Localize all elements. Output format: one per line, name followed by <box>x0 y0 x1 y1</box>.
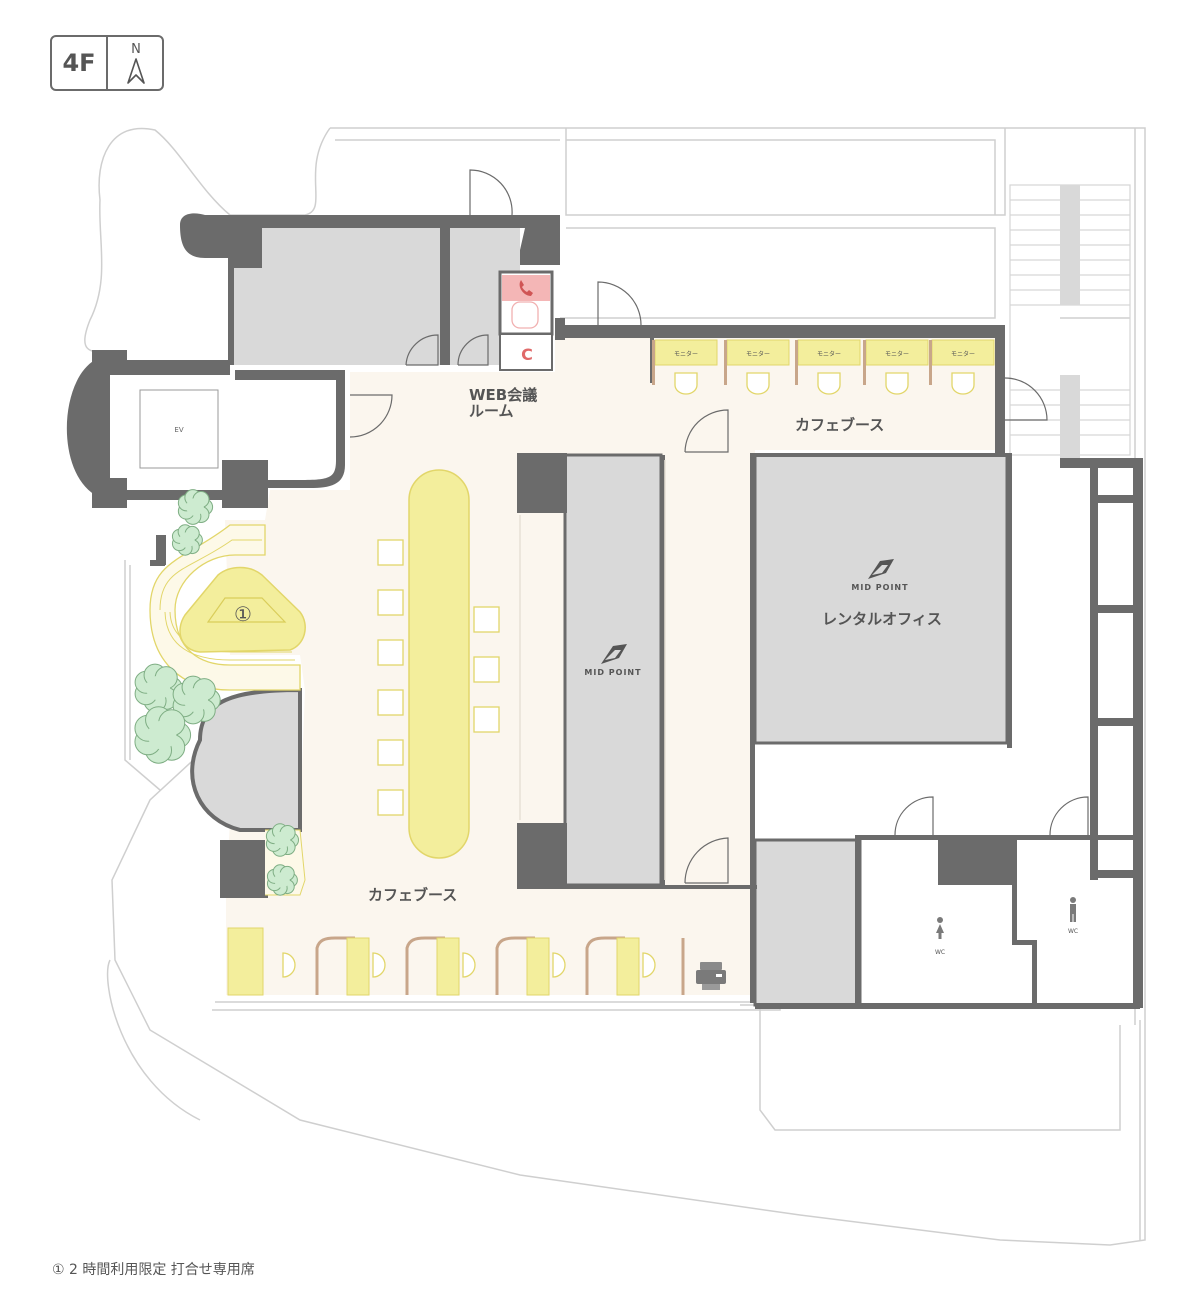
tree-icon <box>134 706 192 764</box>
mid-point-logo-icon: MID POINT <box>851 559 908 592</box>
female-icon <box>936 917 944 939</box>
chair <box>817 372 841 395</box>
phone-booth: C <box>498 270 554 371</box>
counter-block <box>227 927 264 996</box>
chair <box>674 372 698 395</box>
walls <box>66 213 1143 1009</box>
chair <box>462 952 476 978</box>
monitor-label: モニター <box>885 350 909 358</box>
table-seat[interactable] <box>473 656 500 683</box>
elevator-shaft: EV <box>139 389 219 469</box>
table-seat[interactable] <box>377 789 404 816</box>
table-seat[interactable] <box>473 706 500 733</box>
table-seats <box>377 539 500 816</box>
cafe-booth-row <box>282 936 685 996</box>
elevator-label: EV <box>174 426 183 434</box>
rental-office-label: レンタルオフィス <box>822 610 942 628</box>
monitor-booth[interactable]: モニター <box>795 339 861 395</box>
brand-logo-text-1: MID POINT <box>584 668 641 677</box>
cafe-booth[interactable] <box>282 952 296 978</box>
staircase <box>1009 184 1131 460</box>
cafe-booth-upper-label: カフェブース <box>795 416 884 434</box>
floor-badge: 4F N <box>50 35 164 91</box>
brand-logo-text-2: MID POINT <box>851 583 908 592</box>
table-seat[interactable] <box>377 539 404 566</box>
north-indicator: N <box>108 37 164 89</box>
tree-icon <box>266 864 298 896</box>
north-label: N <box>131 42 141 57</box>
footnote: ① 2 時間利用限定 打合せ専用席 <box>52 1262 255 1278</box>
chair <box>885 372 909 395</box>
cafe-booth[interactable] <box>405 936 476 996</box>
mid-point-logo-icon: MID POINT <box>584 644 641 677</box>
copier-icon <box>696 962 726 990</box>
table-seat[interactable] <box>377 739 404 766</box>
chair <box>746 372 770 395</box>
web-meeting-room-label-2: ルーム <box>469 402 514 420</box>
monitor-booth[interactable]: モニター <box>724 339 790 395</box>
cafe-booth-lower-label: カフェブース <box>368 886 457 904</box>
phone-icon <box>519 280 533 296</box>
table-seat[interactable] <box>377 589 404 616</box>
table-seat[interactable] <box>377 639 404 666</box>
chair <box>642 952 656 978</box>
chair <box>951 372 975 395</box>
gray-rooms <box>190 225 1009 1007</box>
restroom-male-label: WC <box>1068 928 1078 935</box>
cafe-booth[interactable] <box>315 936 386 996</box>
partitions <box>519 460 666 880</box>
monitor-label: モニター <box>746 350 770 358</box>
web-meeting-room-label-1: WEB会議 <box>469 386 537 404</box>
monitor-booth[interactable]: モニター <box>652 339 718 395</box>
tree-icon <box>134 663 183 713</box>
communal-table <box>408 469 470 859</box>
monitor-booth[interactable]: モニター <box>929 339 995 395</box>
north-arrow-icon <box>127 58 145 84</box>
monitor-booth[interactable]: モニター <box>863 339 929 395</box>
chair <box>372 952 386 978</box>
site-outline <box>84 127 1146 1246</box>
monitor-label: モニター <box>951 350 975 358</box>
chair <box>282 952 296 978</box>
doors <box>349 169 1089 884</box>
chair <box>552 952 566 978</box>
cafe-booth[interactable] <box>495 936 566 996</box>
monitor-label: モニター <box>817 350 841 358</box>
monitor-label: モニター <box>674 350 698 358</box>
circled-one-marker: ① <box>234 602 252 626</box>
restroom-female-label: WC <box>935 949 945 956</box>
tree-icon <box>171 524 203 556</box>
table-seat[interactable] <box>377 689 404 716</box>
male-icon <box>1070 897 1076 922</box>
tree-icon <box>265 823 299 857</box>
tree-icon <box>177 489 214 525</box>
table-seat[interactable] <box>473 606 500 633</box>
floor-level: 4F <box>52 37 108 89</box>
planters <box>134 489 306 896</box>
monitor-booth-row: モニター モニター モニター モニター モニター <box>652 339 995 395</box>
cafe-booth[interactable] <box>585 936 656 996</box>
phone-c-mark: C <box>521 345 533 364</box>
